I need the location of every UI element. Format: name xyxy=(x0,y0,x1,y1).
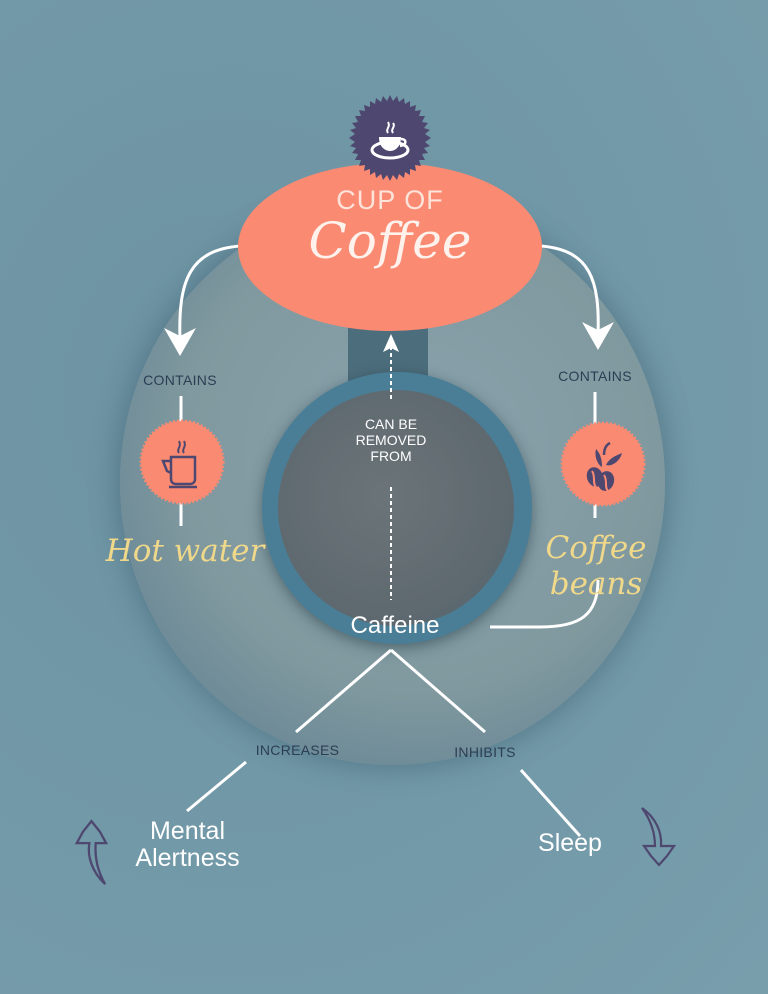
arrow-head-right xyxy=(582,322,614,350)
removed-from-label: CAN BE REMOVED FROM xyxy=(331,416,451,464)
mental-alertness-line2: Alertness xyxy=(135,844,240,872)
arrow-up-icon xyxy=(74,819,109,885)
arrow-to-hot-water xyxy=(178,244,241,341)
right-contains-label: CONTAINS xyxy=(558,368,632,384)
removed-from-line2: REMOVED xyxy=(355,432,427,448)
mental-alertness-text: Mental Alertness xyxy=(110,818,265,872)
title-oval: CUP OF Coffee xyxy=(238,163,542,331)
hot-water-text: Hot water xyxy=(105,533,265,569)
title-line2: Coffee xyxy=(308,212,472,270)
sleep-text: Sleep xyxy=(538,829,602,857)
cup-coffee-image xyxy=(278,390,514,626)
coffee-beans-icon xyxy=(560,421,646,507)
title-line1: CUP OF xyxy=(336,185,444,215)
coffee-cup-badge xyxy=(347,95,433,181)
removed-from-line1: CAN BE xyxy=(364,416,418,432)
increases-label: INCREASES xyxy=(255,742,340,758)
hot-water-badge xyxy=(139,419,225,505)
beans-to-caffeine-line xyxy=(490,579,600,629)
hot-mug-icon xyxy=(139,419,225,505)
left-contains-label: CONTAINS xyxy=(143,372,217,388)
arrow-to-coffee-beans xyxy=(540,244,600,336)
removed-from-line3: FROM xyxy=(370,448,412,464)
arrow-down-icon xyxy=(641,807,677,867)
inhibits-label: INHIBITS xyxy=(454,744,516,760)
coffee-beans-text: Coffee beans xyxy=(545,530,647,602)
caffeine-text: Caffeine xyxy=(350,612,440,639)
mental-alertness-line1: Mental xyxy=(149,817,226,845)
arrow-head-left xyxy=(164,328,196,356)
coffee-cup-icon xyxy=(349,95,431,181)
arrow-head-up-dashed xyxy=(383,334,399,352)
coffee-beans-badge xyxy=(560,421,646,507)
